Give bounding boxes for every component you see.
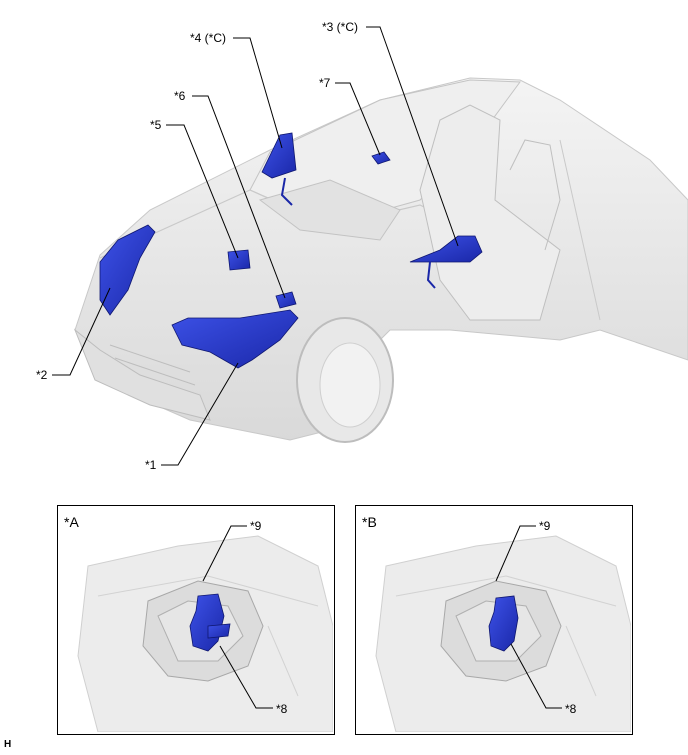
- panel-b-illustration: [375, 525, 631, 732]
- panel-b-callout-8: *8: [565, 702, 577, 716]
- callout-4: *4 (*C): [190, 31, 227, 45]
- module-5-part: [227, 249, 251, 271]
- callout-6: *6: [174, 89, 186, 103]
- callout-5: *5: [150, 118, 162, 132]
- footer-mark: H: [4, 739, 12, 750]
- leader-3: [366, 26, 459, 247]
- detail-panel-b: *B *9 *8: [355, 505, 633, 735]
- leader-2: [52, 287, 111, 376]
- panel-b-callout-9: *9: [539, 519, 551, 533]
- panel-b-blue-part: [488, 595, 519, 652]
- seat: [419, 104, 561, 321]
- callout-2: *2: [36, 368, 48, 382]
- callout-3: *3 (*C): [322, 20, 359, 34]
- detail-panel-a: *A *9 *8: [57, 505, 335, 735]
- panel-a-illustration: [77, 525, 333, 732]
- leader-1: [161, 362, 239, 466]
- left-headlamp-part: [99, 224, 156, 316]
- callout-7: *7: [319, 76, 331, 90]
- module-6-part: [275, 291, 297, 309]
- panel-b-leader-8: [510, 643, 562, 709]
- leader-7: [335, 82, 381, 156]
- right-mirror-part: [409, 235, 483, 263]
- right-headlamp-part: [171, 309, 299, 369]
- panel-a-tag: *A: [64, 514, 79, 530]
- leader-4: [233, 37, 283, 149]
- panel-a-callout-8: *8: [276, 702, 288, 716]
- leader-6: [192, 95, 286, 299]
- left-mirror-part: [261, 132, 297, 179]
- leader-5: [166, 124, 239, 259]
- panel-b-tag: *B: [362, 514, 377, 530]
- module-7-part: [371, 151, 391, 165]
- callout-1: *1: [145, 458, 157, 472]
- panel-b-leader-9: [495, 525, 536, 582]
- vehicle-illustration: [52, 26, 688, 466]
- panel-a-leader-9: [202, 525, 247, 582]
- panel-a-callout-9: *9: [250, 519, 262, 533]
- panel-a-leader-8: [219, 645, 273, 709]
